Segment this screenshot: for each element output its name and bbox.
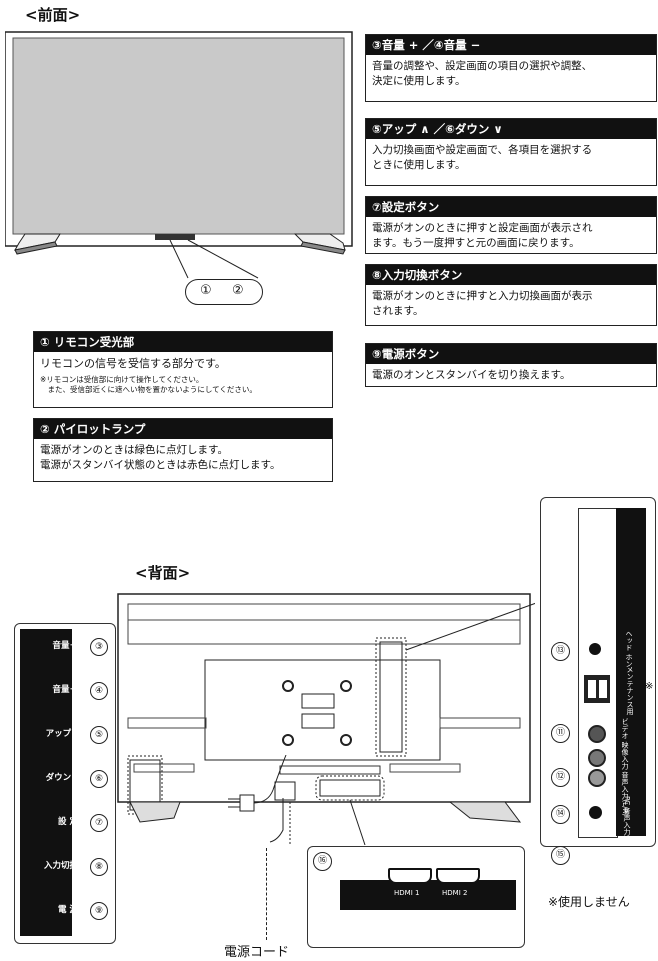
button-volume-up: 音量＋③ (14, 636, 114, 656)
audio-jack-icon-r (588, 769, 606, 787)
button-strip (20, 629, 72, 936)
headphone-jack-icon (589, 643, 601, 655)
remote-receiver-title: ① リモコン受光部 (34, 332, 332, 352)
not-used-label: ※使用しません (548, 895, 630, 909)
label-headphone: ヘッド ホン (625, 630, 633, 668)
jack-num-pc-input: ⑮ (551, 846, 570, 865)
back-tv-illustration (117, 593, 535, 845)
hdmi-2-label: HDMI 2 (442, 889, 468, 897)
pc-audio-jack-icon (589, 806, 602, 819)
video-jack-icon (588, 725, 606, 743)
remote-receiver-body: リモコンの信号を受信する部分です。 (40, 357, 226, 370)
up-down-box: ⑤アップ ∧ ／⑥ダウン ∨ 入力切換画面や設定画面で、各項目を選択する ときに… (365, 118, 657, 186)
button-volume-down: 音量－④ (14, 680, 114, 700)
jack-num-headphone: ⑬ (551, 642, 570, 661)
hdmi-1-label: HDMI 1 (394, 889, 420, 897)
callout-2: ② (232, 283, 244, 298)
volume-title: ③音量 + ／④音量 − (366, 35, 656, 55)
volume-body: 音量の調整や、設定画面の項目の選択や調整、 決定に使用します。 (372, 60, 593, 87)
input-switch-box: ⑧入力切換ボタン 電源がオンのときに押すと入力切換画面が表示 されます。 (365, 264, 657, 326)
front-title: <前面> (25, 6, 81, 24)
remote-receiver-note: ※リモコンは受信部に向けて操作してください。 また、受信部近くに遮へい物を置かな… (40, 375, 257, 394)
usb-slot-1 (588, 680, 596, 698)
audio-jack-icon-l (588, 749, 606, 767)
hdmi-port-2-icon (436, 868, 480, 884)
power-title: ⑨電源ボタン (366, 344, 656, 364)
front-callout-oval (185, 279, 263, 305)
jack-num-audio: ⑫ (551, 768, 570, 787)
pilot-lamp-body: 電源がオンのときは緑色に点灯します。 電源がスタンバイ状態のときは赤色に点灯しま… (40, 444, 281, 471)
power-cord-plug (228, 755, 287, 812)
settings-box: ⑦設定ボタン 電源がオンのときに押すと設定画面が表示され ます。もう一度押すと元… (365, 196, 657, 254)
jack-label-strip (616, 508, 646, 836)
pilot-lamp-title: ② パイロットランプ (34, 419, 332, 439)
hdmi-port-1-icon (388, 868, 432, 884)
settings-title: ⑦設定ボタン (366, 197, 656, 217)
input-switch-title: ⑧入力切換ボタン (366, 265, 656, 285)
settings-body: 電源がオンのときに押すと設定画面が表示され ます。もう一度押すと元の画面に戻りま… (372, 222, 593, 249)
power-box: ⑨電源ボタン 電源のオンとスタンバイを切り換えます。 (365, 343, 657, 387)
back-title: <背面> (135, 564, 191, 582)
jack-panel-inner (578, 508, 618, 838)
pilot-lamp-box: ② パイロットランプ 電源がオンのときは緑色に点灯します。 電源がスタンバイ状態… (33, 418, 333, 482)
button-up: アップ∧⑤ (14, 724, 114, 744)
up-down-title: ⑤アップ ∧ ／⑥ダウン ∨ (366, 119, 656, 139)
up-down-body: 入力切換画面や設定画面で、各項目を選択する ときに使用します。 (372, 144, 593, 171)
callout-1: ① (200, 283, 212, 298)
hdmi-black-strip (340, 880, 516, 910)
front-tv-illustration (5, 31, 353, 279)
usb-slot-2 (599, 680, 607, 698)
maintenance-asterisk: ※ (645, 681, 654, 692)
power-body: 電源のオンとスタンバイを切り換えます。 (372, 369, 571, 381)
label-pc-audio: PC 音声入力 (623, 796, 631, 836)
jack-num-pc-audio: ⑭ (551, 805, 570, 824)
volume-box: ③音量 + ／④音量 − 音量の調整や、設定画面の項目の選択や調整、 決定に使用… (365, 34, 657, 102)
button-down: ダウン∨⑥ (14, 768, 114, 788)
remote-receiver-box: ① リモコン受光部 リモコンの信号を受信する部分です。 ※リモコンは受信部に向け… (33, 331, 333, 408)
hdmi-num: ⑯ (313, 852, 332, 871)
label-maintenance: メンテナンス用 (626, 666, 634, 715)
jack-num-video: ⑪ (551, 724, 570, 743)
input-switch-body: 電源がオンのときに押すと入力切換画面が表示 されます。 (372, 290, 593, 317)
power-cord-label: 電源コード (224, 945, 290, 960)
power-cord-leader (266, 848, 267, 940)
label-video: ビデオ 映像入力 音声入力(L/R) (621, 718, 629, 817)
